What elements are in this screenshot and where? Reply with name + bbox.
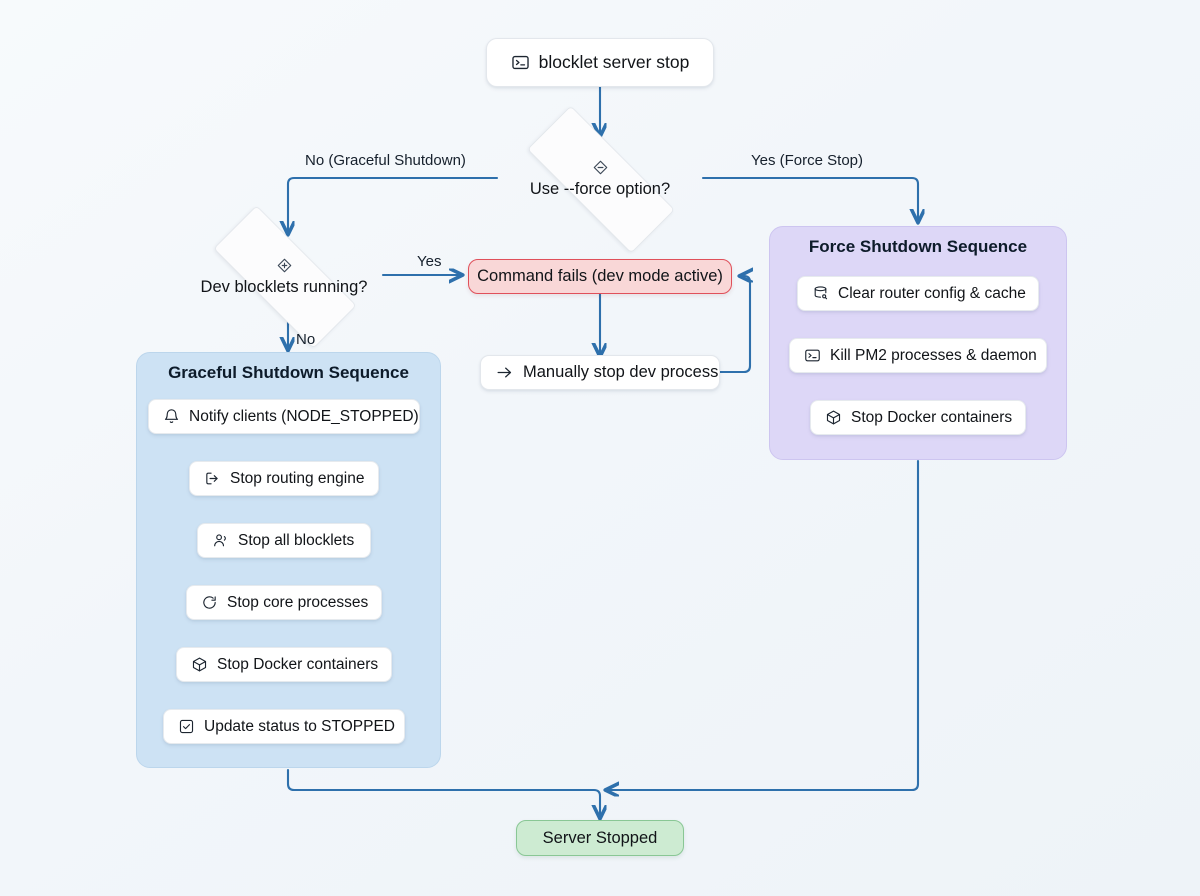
node-command-fails[interactable]: Command fails (dev mode active) [468, 259, 732, 294]
diamond-icon [592, 159, 609, 176]
step-graceful-4-label: Stop Docker containers [217, 655, 379, 673]
terminal-icon [511, 53, 530, 72]
step-graceful-0-label: Notify clients (NODE_STOPPED) [189, 407, 419, 425]
users-icon [212, 532, 229, 549]
step-force-0-label: Clear router config & cache [838, 284, 1026, 302]
node-decision-dev-label: Dev blocklets running? [200, 277, 368, 296]
step-graceful-1[interactable]: Stop routing engine [189, 461, 379, 496]
node-decision-force-option[interactable]: Use --force option? [497, 105, 703, 254]
step-force-0[interactable]: Clear router config & cache [797, 276, 1039, 311]
step-graceful-5-label: Update status to STOPPED [204, 717, 395, 735]
node-decision-force-label: Use --force option? [529, 180, 671, 199]
step-graceful-1-label: Stop routing engine [230, 469, 365, 487]
database-trash-icon [812, 285, 829, 302]
node-root-label: blocklet server stop [538, 51, 690, 72]
edge-label-yes-force: Yes (Force Stop) [751, 152, 863, 169]
diamond-plus-icon [276, 257, 293, 274]
step-force-2[interactable]: Stop Docker containers [810, 400, 1026, 435]
node-server-stopped-label: Server Stopped [542, 828, 658, 847]
step-graceful-3-label: Stop core processes [227, 593, 369, 611]
node-manual-stop-label: Manually stop dev process [523, 363, 719, 382]
edge-label-dev-no: No [296, 331, 316, 348]
step-graceful-2-label: Stop all blocklets [238, 531, 355, 549]
step-graceful-2[interactable]: Stop all blocklets [197, 523, 371, 558]
group-title-force: Force Shutdown Sequence [808, 237, 1028, 256]
node-manual-stop[interactable]: Manually stop dev process [480, 355, 720, 390]
step-force-1[interactable]: Kill PM2 processes & daemon [789, 338, 1047, 373]
node-command-fails-label: Command fails (dev mode active) [477, 267, 723, 286]
package-icon [191, 656, 208, 673]
arrow-right-icon [495, 363, 514, 382]
node-root-command[interactable]: blocklet server stop [486, 38, 714, 87]
node-server-stopped[interactable]: Server Stopped [516, 820, 684, 856]
bell-icon [163, 408, 180, 425]
edge-label-dev-yes: Yes [417, 253, 442, 270]
check-square-icon [178, 718, 195, 735]
step-graceful-0[interactable]: Notify clients (NODE_STOPPED) [148, 399, 420, 434]
terminal-icon [804, 347, 821, 364]
step-graceful-4[interactable]: Stop Docker containers [176, 647, 392, 682]
step-graceful-5[interactable]: Update status to STOPPED [163, 709, 405, 744]
edge-label-no-graceful: No (Graceful Shutdown) [305, 152, 466, 169]
package-icon [825, 409, 842, 426]
refresh-icon [201, 594, 218, 611]
step-force-1-label: Kill PM2 processes & daemon [830, 346, 1037, 364]
step-graceful-3[interactable]: Stop core processes [186, 585, 382, 620]
step-force-2-label: Stop Docker containers [851, 408, 1013, 426]
log-in-icon [204, 470, 221, 487]
node-decision-dev-blocklets[interactable]: Dev blocklets running? [185, 205, 383, 349]
group-title-graceful: Graceful Shutdown Sequence [168, 363, 409, 382]
